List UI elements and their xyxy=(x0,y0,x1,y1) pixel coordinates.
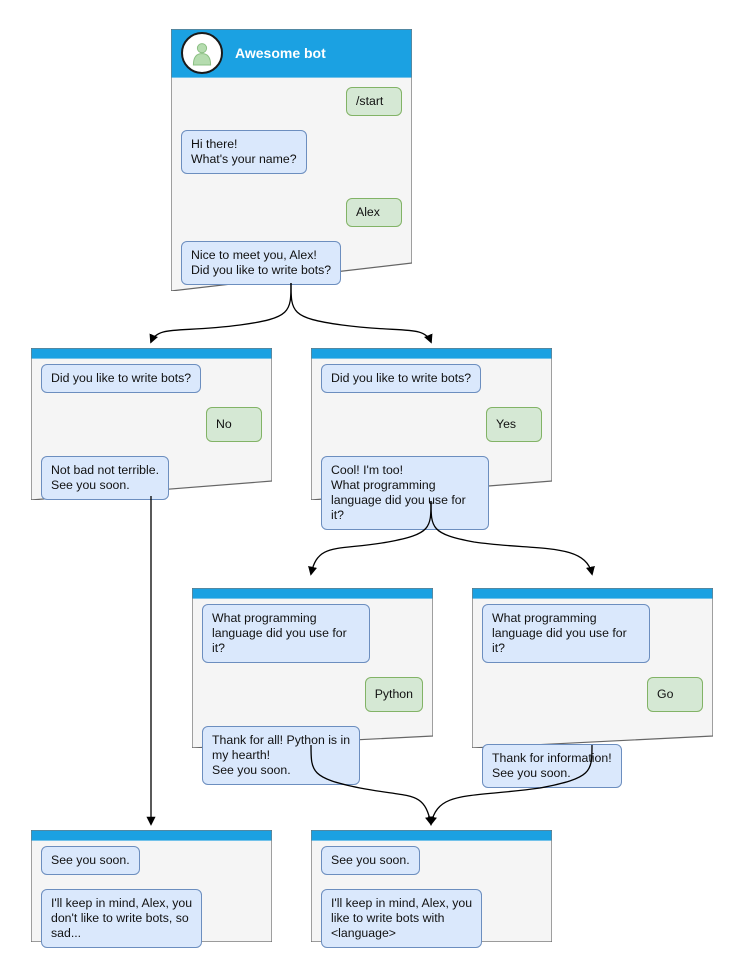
node-yes-branch[interactable]: Did you like to write bots? Yes Cool! I'… xyxy=(311,348,552,530)
message-row: Python xyxy=(202,677,423,712)
message-row: No xyxy=(41,407,262,442)
message-row: I'll keep in mind, Alex, you like to wri… xyxy=(321,889,542,948)
message-row: What programming language did you use fo… xyxy=(202,604,423,663)
message-row: /start xyxy=(181,87,402,116)
messages-go-branch: What programming language did you use fo… xyxy=(472,598,713,812)
chat-header-start: Awesome bot xyxy=(171,29,412,77)
bot-message-bubble[interactable]: See you soon. xyxy=(41,846,140,875)
bot-message-bubble[interactable]: Not bad not terrible. See you soon. xyxy=(41,456,170,500)
message-row: See you soon. xyxy=(321,846,542,875)
message-row: Go xyxy=(482,677,703,712)
node-go-branch[interactable]: What programming language did you use fo… xyxy=(472,588,713,788)
chat-header-bar xyxy=(311,830,552,840)
message-row: I'll keep in mind, Alex, you don't like … xyxy=(41,889,262,948)
user-message-bubble[interactable]: Yes xyxy=(486,407,542,442)
chat-header-bar xyxy=(472,588,713,598)
bot-message-bubble[interactable]: What programming language did you use fo… xyxy=(202,604,370,663)
bot-message-bubble[interactable]: Thank for all! Python is in my hearth! S… xyxy=(202,726,361,785)
message-row: Thank for information! See you soon. xyxy=(482,744,703,788)
message-row: Thank for all! Python is in my hearth! S… xyxy=(202,726,423,785)
bot-message-bubble[interactable]: Did you like to write bots? xyxy=(321,364,482,393)
bot-message-bubble[interactable]: Did you like to write bots? xyxy=(41,364,202,393)
message-row: See you soon. xyxy=(41,846,262,875)
bot-message-bubble[interactable]: Nice to meet you, Alex! Did you like to … xyxy=(181,241,342,285)
messages-no-branch: Did you like to write bots? No Not bad n… xyxy=(31,358,272,524)
bot-message-bubble[interactable]: I'll keep in mind, Alex, you don't like … xyxy=(41,889,203,948)
bot-message-bubble[interactable]: Cool! I'm too! What programming language… xyxy=(321,456,489,530)
user-message-bubble[interactable]: Python xyxy=(364,677,423,712)
chat-title: Awesome bot xyxy=(235,45,326,61)
node-python-branch[interactable]: What programming language did you use fo… xyxy=(192,588,433,785)
bot-message-bubble[interactable]: I'll keep in mind, Alex, you like to wri… xyxy=(321,889,483,948)
node-start[interactable]: Awesome bot /start Hi there! What's your… xyxy=(171,29,412,291)
chat-header-bar xyxy=(31,830,272,840)
bot-message-bubble[interactable]: What programming language did you use fo… xyxy=(482,604,650,663)
node-no-branch[interactable]: Did you like to write bots? No Not bad n… xyxy=(31,348,272,500)
bot-message-bubble[interactable]: Hi there! What's your name? xyxy=(181,130,307,174)
message-row: Cool! I'm too! What programming language… xyxy=(321,456,542,530)
messages-end-happy: See you soon. I'll keep in mind, Alex, y… xyxy=(311,840,552,972)
messages-end-sad: See you soon. I'll keep in mind, Alex, y… xyxy=(31,840,272,972)
messages-python-branch: What programming language did you use fo… xyxy=(192,598,433,809)
message-row: Not bad not terrible. See you soon. xyxy=(41,456,262,500)
chat-header-bar xyxy=(311,348,552,358)
message-row: Did you like to write bots? xyxy=(41,364,262,393)
message-row: Yes xyxy=(321,407,542,442)
message-row: Hi there! What's your name? xyxy=(181,130,402,174)
node-end-sad[interactable]: See you soon. I'll keep in mind, Alex, y… xyxy=(31,830,272,948)
user-message-bubble[interactable]: Alex xyxy=(346,198,402,227)
chat-header-bar xyxy=(192,588,433,598)
message-row: Alex xyxy=(181,198,402,227)
user-message-bubble[interactable]: No xyxy=(206,407,262,442)
message-row: What programming language did you use fo… xyxy=(482,604,703,663)
messages-yes-branch: Did you like to write bots? Yes Cool! I'… xyxy=(311,358,552,554)
chat-header-bar xyxy=(31,348,272,358)
node-end-happy[interactable]: See you soon. I'll keep in mind, Alex, y… xyxy=(311,830,552,948)
message-row: Nice to meet you, Alex! Did you like to … xyxy=(181,241,402,285)
user-message-bubble[interactable]: Go xyxy=(647,677,703,712)
bot-message-bubble[interactable]: See you soon. xyxy=(321,846,420,875)
message-row: Did you like to write bots? xyxy=(321,364,542,393)
user-message-bubble[interactable]: /start xyxy=(346,87,402,116)
messages-start: /start Hi there! What's your name? Alex … xyxy=(171,77,412,309)
person-avatar-icon xyxy=(181,32,223,74)
bot-message-bubble[interactable]: Thank for information! See you soon. xyxy=(482,744,622,788)
